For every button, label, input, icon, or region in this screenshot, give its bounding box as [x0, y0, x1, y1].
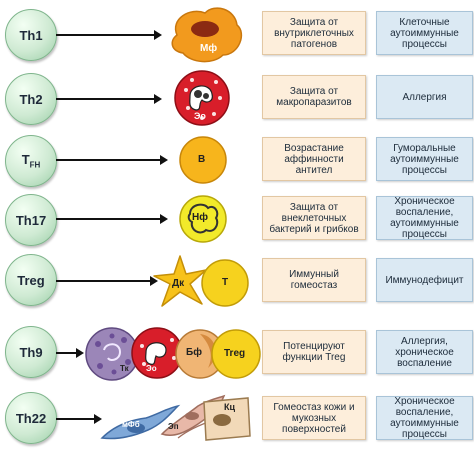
eosinophil-label-2: Эо — [146, 364, 157, 373]
disease-box-th22: Хроническое воспаление, аутоиммунные про… — [376, 396, 473, 440]
th17-circle: Th17 — [5, 194, 57, 246]
row-treg: Treg Дк T Иммунный гомеостаз Иммунодефиц… — [0, 252, 474, 310]
function-box-th1: Защита от внутриклеточных патогенов — [262, 11, 366, 55]
t-cell-icon — [201, 259, 249, 307]
eosinophil-icon — [174, 70, 230, 126]
treg-cell-label: Treg — [224, 348, 246, 359]
neutrophil-icon — [179, 195, 227, 243]
th17-arrow — [56, 214, 168, 224]
row-th1: Th1 Мф Защита от внутриклеточных патоген… — [0, 5, 474, 63]
disease-box-th1: Клеточные аутоиммунные процессы — [376, 11, 473, 55]
th1-label: Th1 — [19, 27, 43, 43]
tfh-label: TFH — [22, 152, 41, 170]
disease-box-tfh: Гуморальные аутоиммунные процессы — [376, 137, 473, 181]
treg-cell-icon — [211, 329, 261, 379]
mast-cell-label: Тк — [120, 364, 129, 373]
macrophage-label: Мф — [200, 43, 218, 54]
row-th9: Th9 Тк Эо Бф Treg Потенцируют функции Tr… — [0, 324, 474, 382]
th22-arrow — [56, 414, 102, 424]
b-cell-icon — [179, 136, 227, 184]
b-cell-label: B — [198, 154, 206, 165]
th1-circle: Th1 — [5, 9, 57, 61]
keratinocyte-label: Кц — [224, 402, 236, 412]
function-box-treg: Иммунный гомеостаз — [262, 258, 366, 302]
function-box-th2: Защита от макропаразитов — [262, 75, 366, 119]
row-th17: Th17 Нф Защита от внеклеточных бактерий … — [0, 192, 474, 250]
disease-box-treg: Иммунодефицит — [376, 258, 473, 302]
fibroblast-label: мФб — [122, 420, 140, 429]
th22-circle: Th22 — [5, 392, 57, 444]
neutrophil-label: Нф — [192, 212, 208, 223]
basophil-label: Бф — [186, 347, 202, 358]
treg-label: Treg — [17, 272, 45, 288]
tfh-arrow — [56, 155, 168, 165]
function-box-th9: Потенцируют функции Treg — [262, 330, 366, 374]
disease-box-th2: Аллергия — [376, 75, 473, 119]
mast-cell-icon — [85, 327, 139, 381]
th22-label: Th22 — [15, 410, 47, 426]
epithelial-cell-label: Эп — [168, 422, 179, 431]
disease-box-th9: Аллергия, хроническое воспаление — [376, 330, 473, 374]
row-th2: Th2 Эо Защита от макропаразитов Аллергия — [0, 70, 474, 129]
eosinophil-icon — [131, 327, 183, 379]
th9-arrow — [56, 348, 84, 358]
function-box-th22: Гомеостаз кожи и мукозных поверхностей — [262, 396, 366, 440]
function-box-th17: Защита от внеклеточных бактерий и грибко… — [262, 196, 366, 240]
macrophage-icon — [171, 7, 243, 63]
eosinophil-label: Эо — [194, 111, 206, 121]
disease-box-th17: Хроническое воспаление, аутоиммунные про… — [376, 196, 473, 240]
function-box-tfh: Возрастание аффинности антител — [262, 137, 366, 181]
th9-label: Th9 — [19, 344, 43, 360]
treg-arrow — [56, 276, 158, 286]
t-cell-label: T — [222, 277, 229, 288]
dendritic-cell-icon — [153, 255, 207, 307]
row-th22: Th22 мФб Эп Кц Гомеостаз кожи и мукозных… — [0, 390, 474, 448]
dendritic-cell-label: Дк — [172, 278, 185, 289]
th2-circle: Th2 — [5, 73, 57, 125]
th2-arrow — [56, 94, 162, 104]
row-tfh: TFH B Возрастание аффинности антител Гум… — [0, 133, 474, 191]
tfh-label-main: T — [21, 152, 30, 168]
th1-arrow — [56, 30, 162, 40]
th17-label: Th17 — [15, 212, 47, 228]
tfh-label-sub: FH — [29, 160, 41, 170]
th9-circle: Th9 — [5, 326, 57, 378]
th2-label: Th2 — [19, 91, 43, 107]
keratinocyte-icon — [203, 397, 251, 441]
fibroblast-icon — [100, 404, 181, 440]
treg-circle: Treg — [5, 254, 57, 306]
tfh-circle: TFH — [5, 135, 57, 187]
